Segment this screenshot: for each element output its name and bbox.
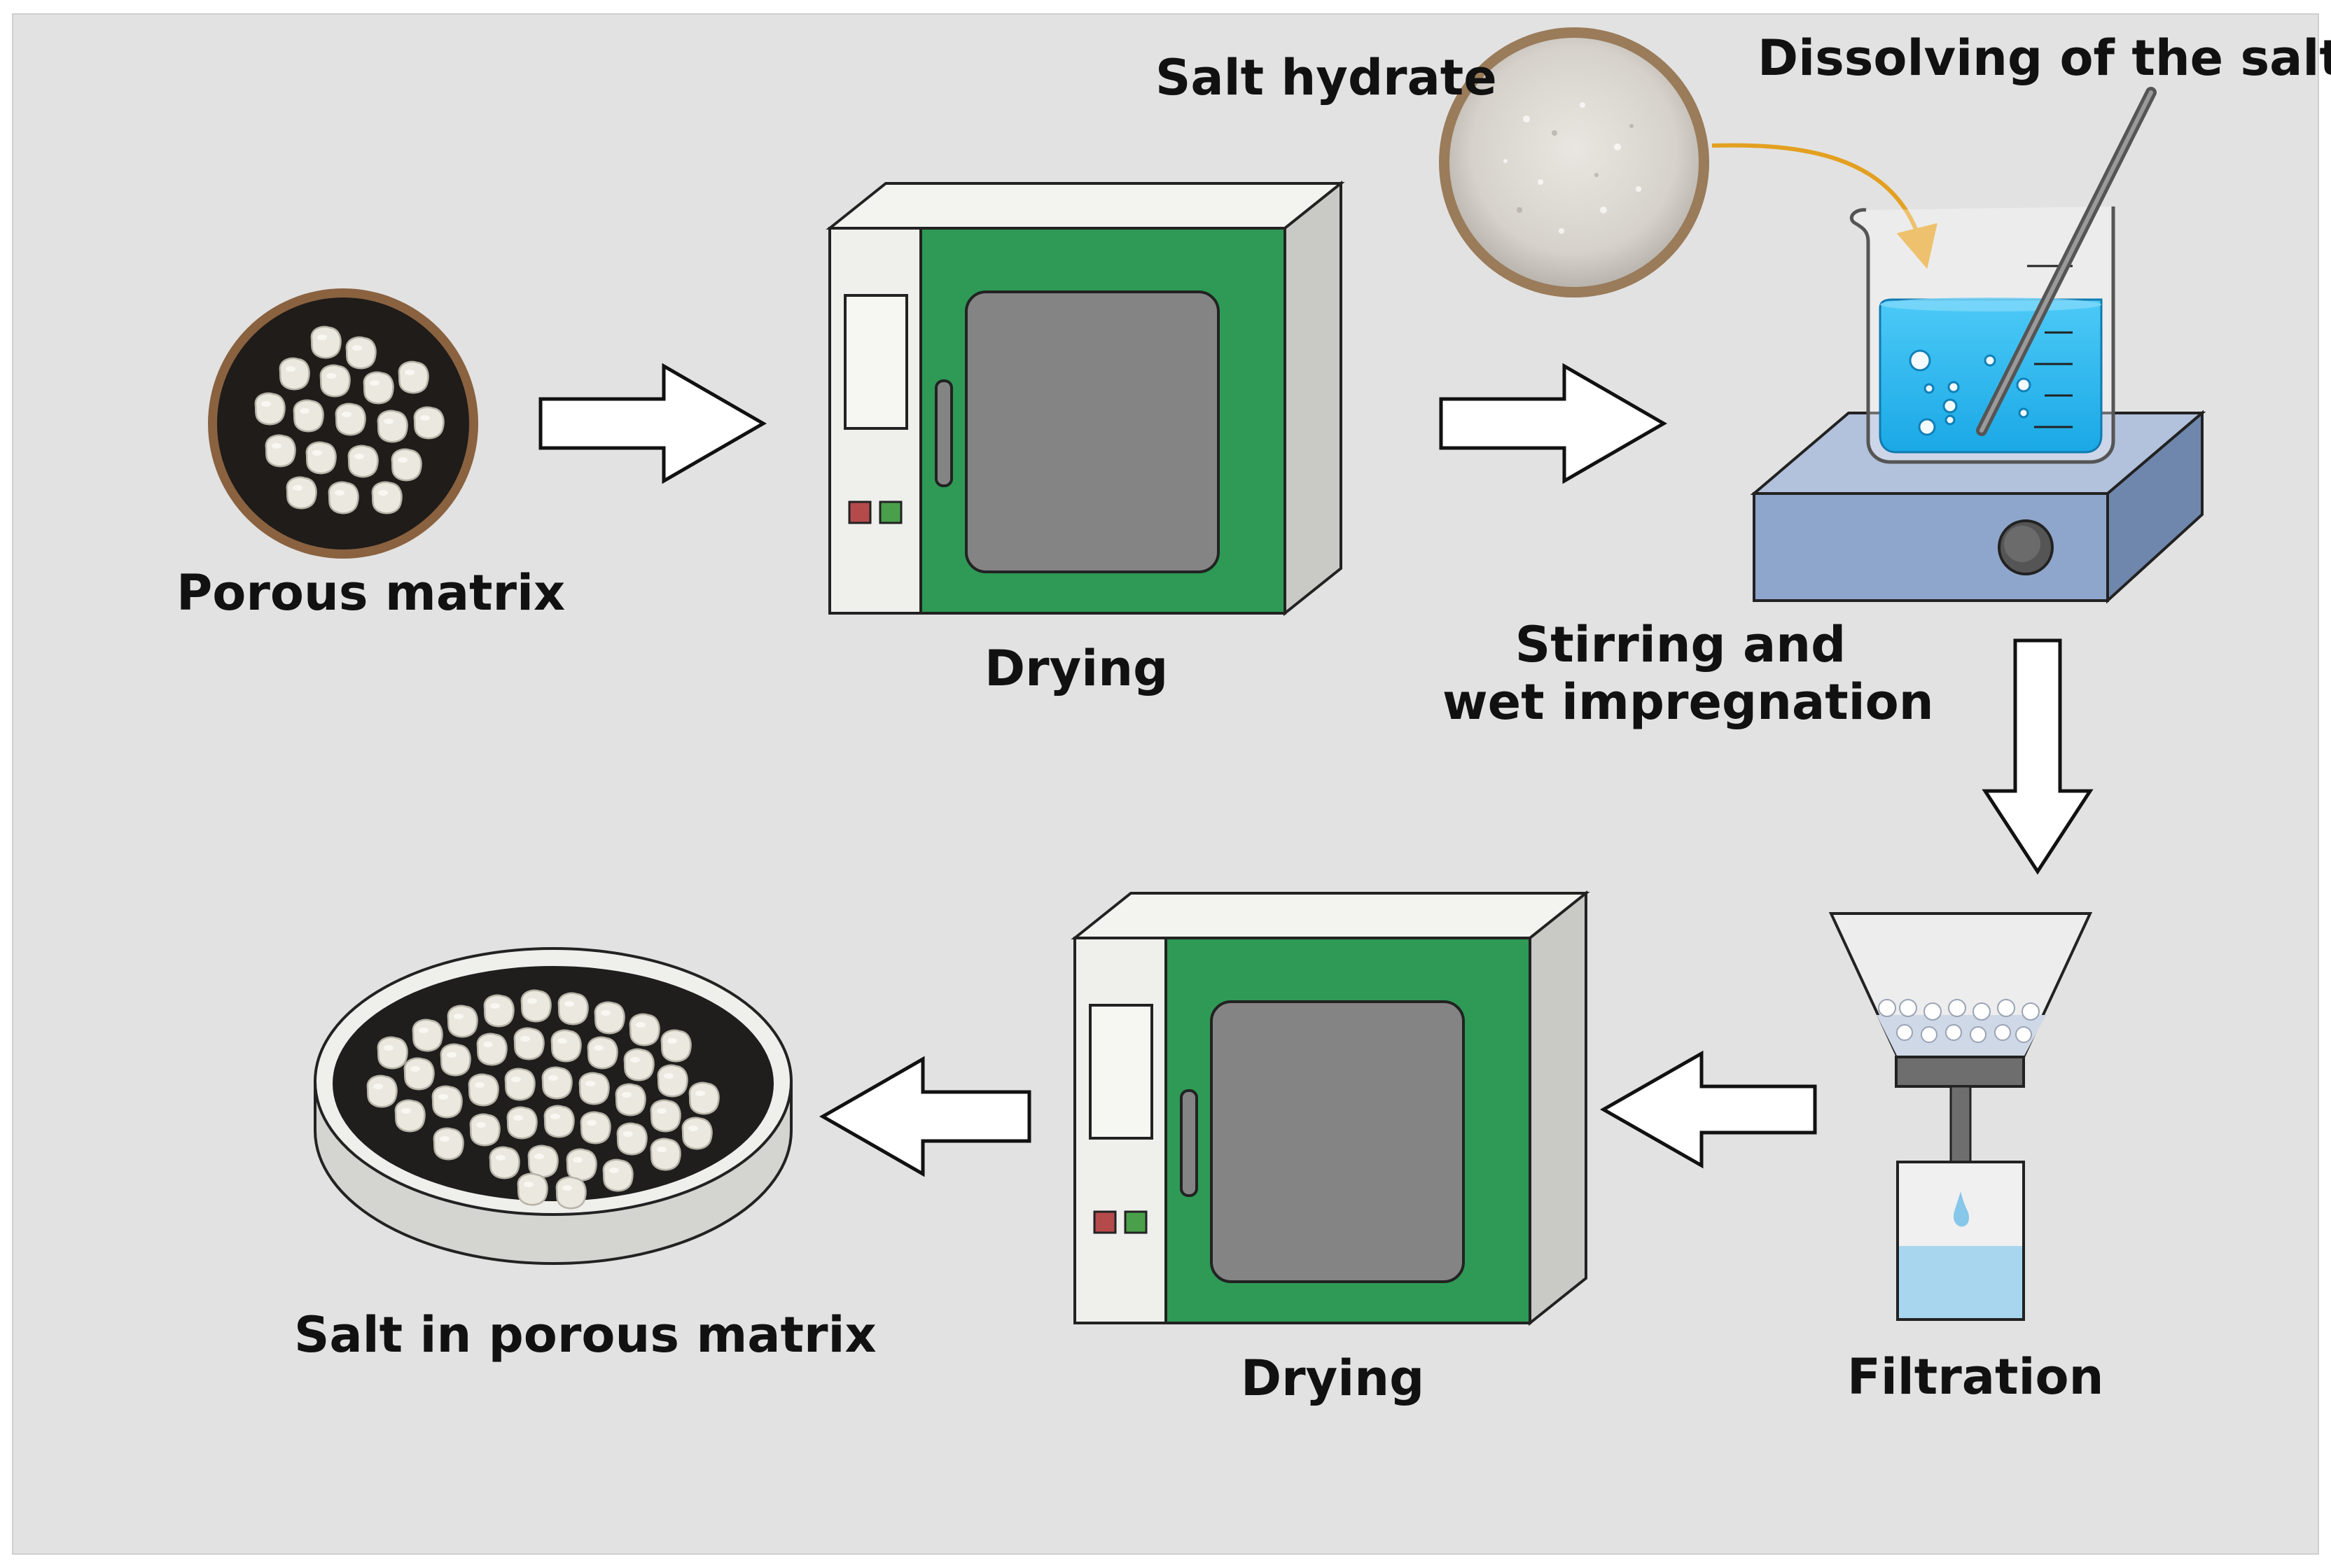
dissolving-label: Dissolving of the salt [1758,29,2331,87]
block-arrow-icon [819,1056,1031,1177]
porous-matrix-dish-icon [208,288,478,559]
stirring-rod-icon [1976,87,2157,436]
block-arrow-icon [538,363,767,484]
block-arrow-icon [1982,638,2094,875]
drying-oven-icon [1073,892,1587,1324]
petri-dish-icon [314,947,793,1265]
block-arrow-icon [1439,363,1667,484]
salt-in-porous-matrix-label: Salt in porous matrix [294,1306,877,1364]
filtration-label: Filtration [1847,1348,2104,1406]
salt-hydrate-dish-icon [1439,27,1709,298]
stirring-label: Stirring and wet impregnation [1442,616,1934,731]
collection-flask-icon [1896,1161,2025,1321]
beaker-icon [1849,206,2115,464]
porous-matrix-label: Porous matrix [176,564,566,622]
block-arrow-icon [1599,1050,1817,1169]
drying-label-bottom: Drying [1241,1350,1425,1407]
drying-oven-icon [828,182,1342,615]
drying-label-top: Drying [984,640,1169,697]
salt-hydrate-label: Salt hydrate [1155,49,1497,106]
stirring-label-line-2: wet impregnation [1442,673,1934,731]
salt-transfer-arrow-icon [1711,143,1937,270]
stirring-label-line-1: Stirring and [1515,616,1846,673]
